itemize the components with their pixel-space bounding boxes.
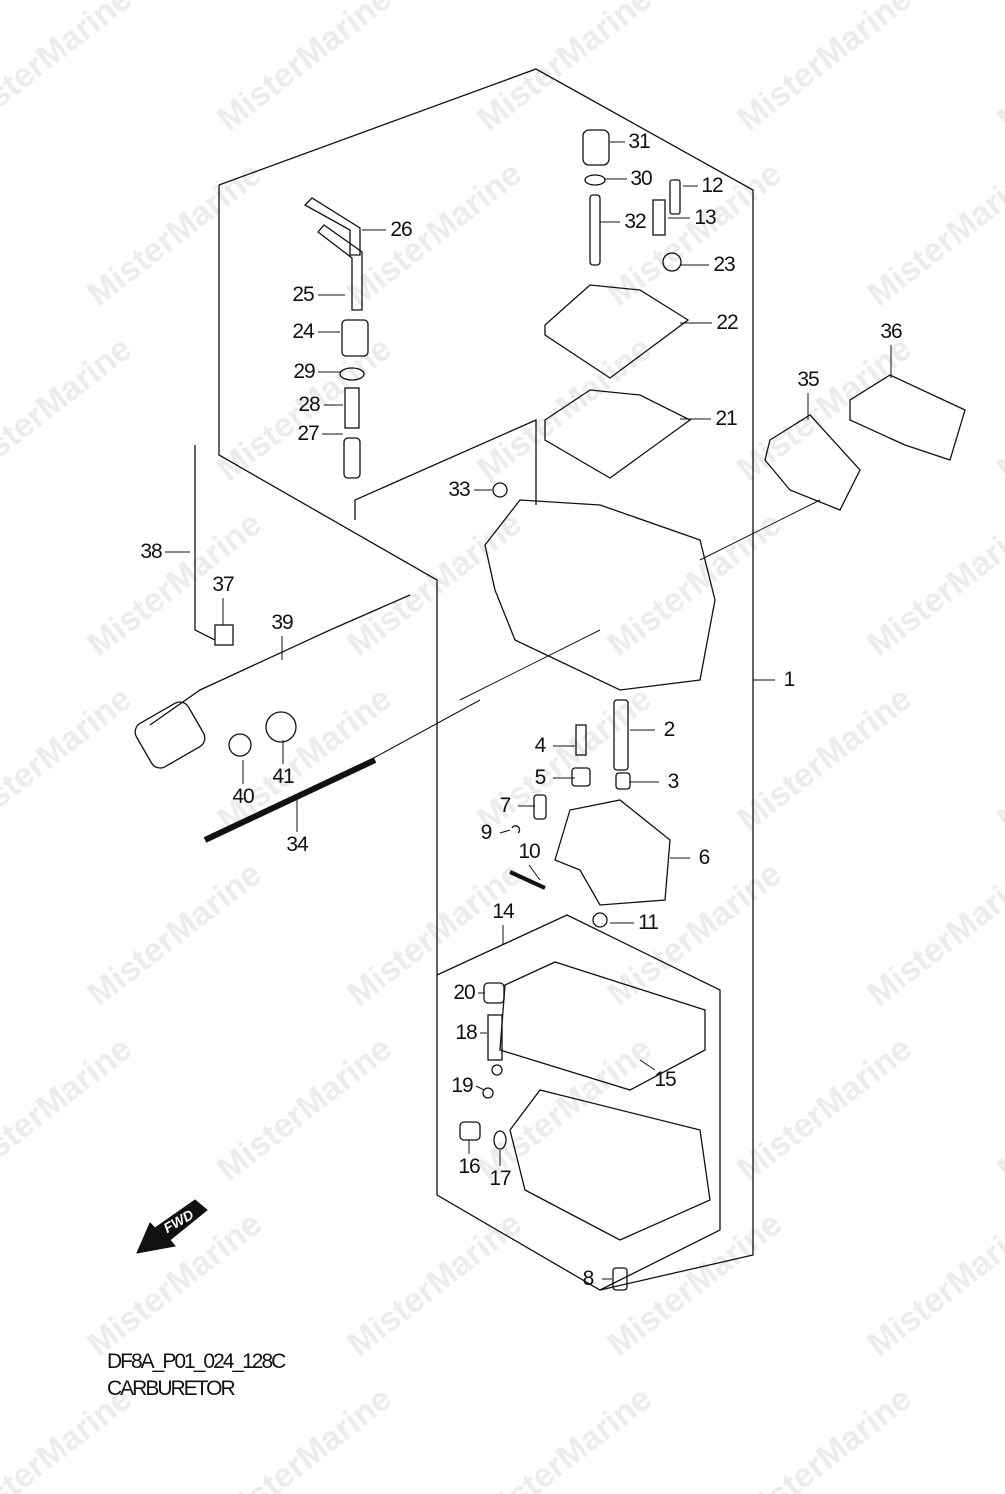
- part-35: [764, 414, 861, 511]
- part-16: [459, 1121, 481, 1141]
- part-3: [615, 772, 631, 790]
- part-9: [511, 825, 521, 834]
- callout-22[interactable]: 22: [716, 311, 738, 334]
- part-36: [849, 374, 966, 461]
- callout-1[interactable]: 1: [783, 668, 796, 691]
- callout-20[interactable]: 20: [453, 981, 475, 1004]
- callout-14[interactable]: 14: [492, 900, 514, 923]
- callout-28[interactable]: 28: [298, 393, 320, 416]
- part-22: [544, 284, 690, 379]
- callout-16[interactable]: 16: [458, 1155, 480, 1178]
- callout-19[interactable]: 19: [451, 1074, 473, 1097]
- part-40: [228, 733, 252, 757]
- callout-27[interactable]: 27: [297, 422, 319, 445]
- part-39: [149, 594, 411, 726]
- part-33: [492, 482, 508, 498]
- diagram-code: DF8A_P01_024_128C: [107, 1350, 286, 1373]
- part-6: [554, 799, 671, 906]
- part-5: [571, 767, 591, 787]
- part-18: [487, 1014, 503, 1061]
- part-31: [582, 129, 610, 166]
- callout-34[interactable]: 34: [286, 833, 308, 856]
- callout-23[interactable]: 23: [713, 253, 735, 276]
- part-8: [612, 1267, 628, 1291]
- callout-18[interactable]: 18: [455, 1021, 477, 1044]
- part-28: [344, 387, 360, 429]
- callout-3[interactable]: 3: [667, 770, 680, 793]
- part-10: [509, 870, 546, 890]
- callout-7[interactable]: 7: [499, 794, 512, 817]
- callout-13[interactable]: 13: [694, 206, 716, 229]
- callout-33[interactable]: 33: [448, 478, 470, 501]
- callout-37[interactable]: 37: [212, 573, 234, 596]
- part-27: [343, 437, 361, 479]
- callout-39[interactable]: 39: [271, 611, 293, 634]
- callout-10[interactable]: 10: [518, 840, 540, 863]
- part-41: [265, 711, 297, 743]
- diagram-title: CARBURETOR: [107, 1377, 236, 1400]
- part-21: [544, 389, 692, 479]
- callout-6[interactable]: 6: [698, 846, 711, 869]
- part-34: [203, 757, 377, 843]
- callout-17[interactable]: 17: [489, 1167, 511, 1190]
- callout-26[interactable]: 26: [390, 218, 412, 241]
- callout-5[interactable]: 5: [534, 766, 547, 789]
- callout-25[interactable]: 25: [292, 283, 314, 306]
- part-float-bowl: [509, 1089, 711, 1241]
- assembly-outline: [218, 68, 754, 1291]
- leader-lines: [165, 141, 892, 1280]
- part-38: [194, 445, 216, 641]
- callout-38[interactable]: 38: [140, 540, 162, 563]
- part-19: [482, 1087, 494, 1099]
- part-17: [493, 1130, 507, 1150]
- part-choke-knob: [134, 701, 206, 769]
- callout-12[interactable]: 12: [701, 174, 723, 197]
- part-20: [483, 982, 505, 1004]
- part-4: [575, 724, 587, 756]
- part-37: [214, 624, 234, 646]
- part-25: [317, 224, 363, 311]
- callout-36[interactable]: 36: [880, 320, 902, 343]
- callout-21[interactable]: 21: [715, 407, 737, 430]
- callout-31[interactable]: 31: [628, 130, 650, 153]
- callout-2[interactable]: 2: [663, 718, 676, 741]
- part-13: [652, 199, 666, 236]
- callout-29[interactable]: 29: [293, 360, 315, 383]
- part-15: [499, 961, 706, 1091]
- part-23: [662, 252, 682, 272]
- part-29: [339, 367, 365, 381]
- callout-24[interactable]: 24: [292, 320, 314, 343]
- callout-32[interactable]: 32: [624, 210, 646, 233]
- callout-4[interactable]: 4: [534, 734, 547, 757]
- callout-41[interactable]: 41: [272, 765, 294, 788]
- part-32: [589, 194, 601, 266]
- fwd-arrow-icon: FWD: [136, 1199, 208, 1254]
- part-30: [584, 174, 606, 186]
- callout-15[interactable]: 15: [654, 1068, 676, 1091]
- part-carb-body: [484, 499, 716, 691]
- part-26: [303, 197, 361, 256]
- part-11: [592, 912, 608, 928]
- part-24: [341, 319, 369, 357]
- part-12: [669, 179, 681, 215]
- part-7: [533, 794, 547, 820]
- part-18b: [491, 1064, 503, 1076]
- callout-8[interactable]: 8: [582, 1267, 595, 1290]
- jet-group-outline: [354, 419, 537, 520]
- callout-40[interactable]: 40: [232, 785, 254, 808]
- callout-11[interactable]: 11: [638, 911, 659, 934]
- callout-9[interactable]: 9: [480, 821, 493, 844]
- callout-30[interactable]: 30: [630, 167, 652, 190]
- part-shapes: [134, 129, 966, 1291]
- callout-35[interactable]: 35: [797, 368, 819, 391]
- part-2: [613, 699, 629, 771]
- float-chamber-outline: [436, 914, 721, 1291]
